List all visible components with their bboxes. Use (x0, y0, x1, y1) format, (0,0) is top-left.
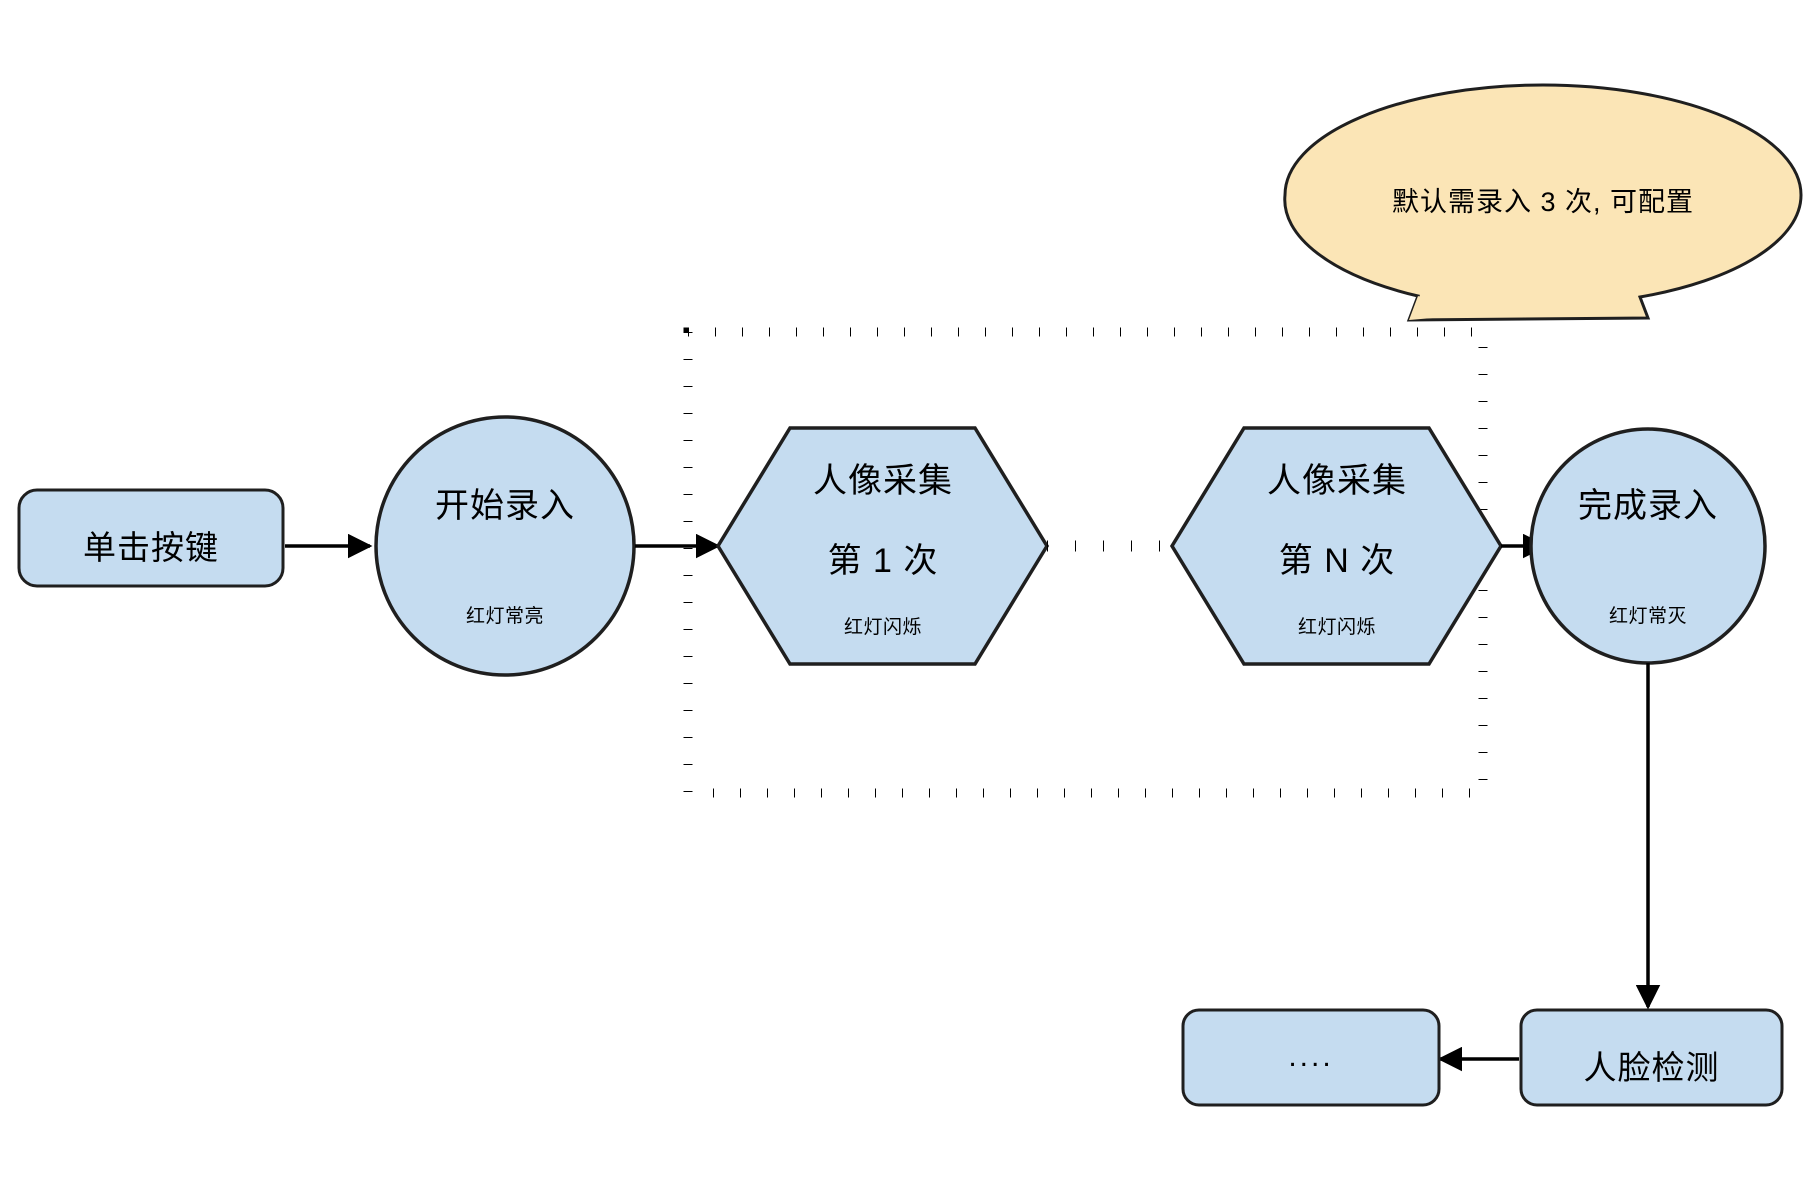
callout-bubble (1283, 83, 1803, 322)
node-capture-first[interactable] (715, 426, 1050, 666)
node-click-button[interactable] (17, 488, 285, 588)
node-capture-nth[interactable] (1169, 426, 1504, 666)
node-more-steps[interactable] (1181, 1008, 1441, 1107)
callout-tail (1409, 296, 1468, 320)
node-start-enroll[interactable] (374, 415, 636, 677)
node-finish-enroll[interactable] (1529, 427, 1767, 665)
node-face-detect[interactable] (1519, 1008, 1784, 1107)
